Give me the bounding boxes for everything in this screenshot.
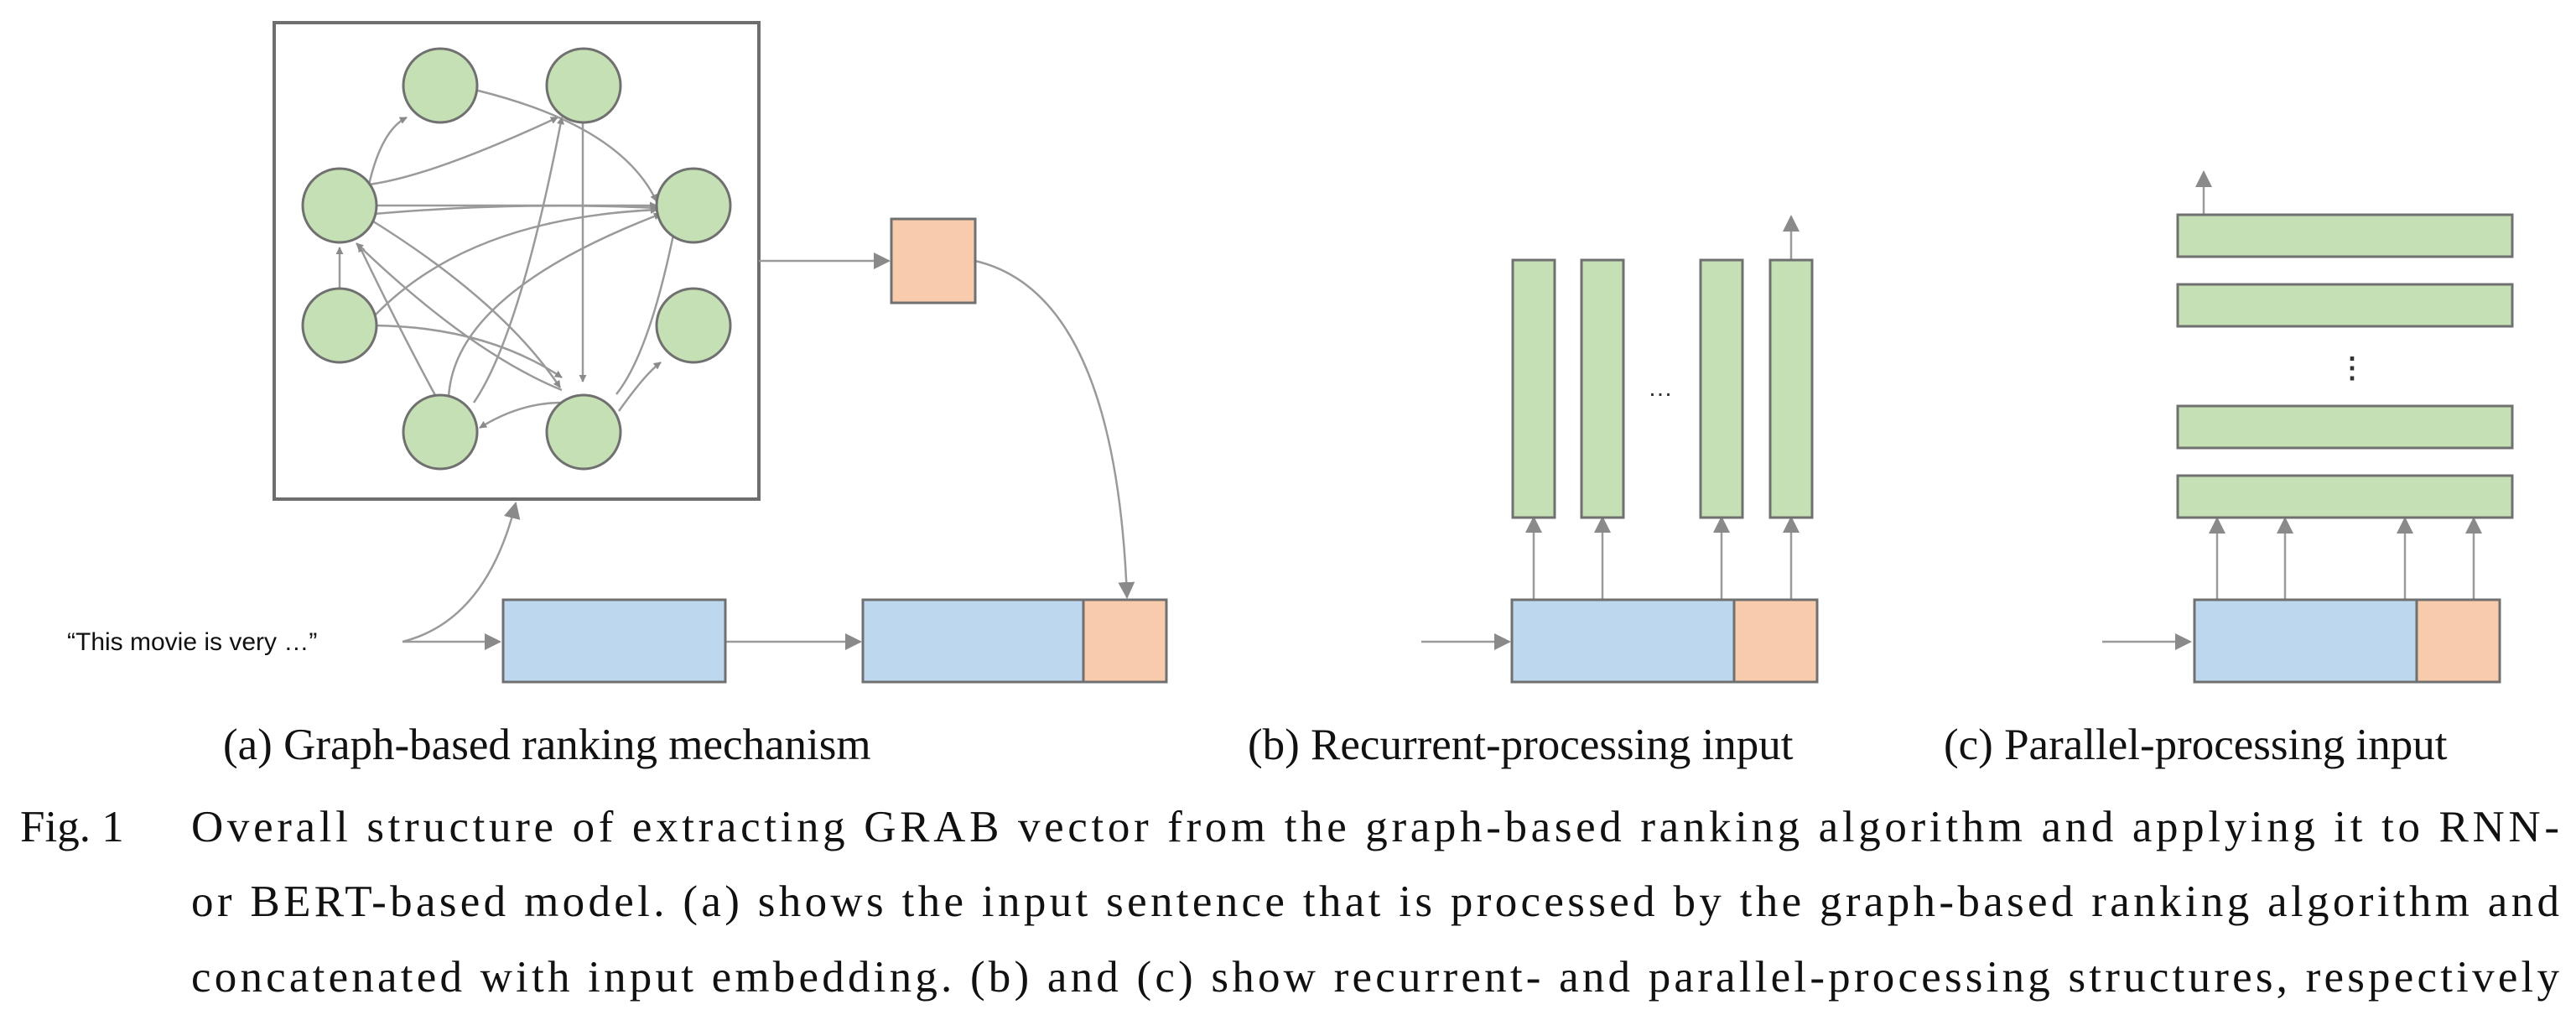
sentence-to-graph-arrow	[402, 502, 521, 643]
graph-edge	[472, 117, 564, 403]
bert-layer	[2176, 283, 2514, 328]
rnn-cell	[1768, 258, 1814, 519]
graph-edge	[373, 204, 658, 216]
rnn-cell	[1699, 258, 1744, 519]
graph-edge	[357, 244, 438, 398]
graph-nodes	[301, 47, 732, 471]
graph-edge	[375, 324, 563, 379]
figure-label: Fig. 1	[20, 803, 124, 851]
figure-caption-line-1: Overall structure of extracting GRAB vec…	[191, 803, 2559, 851]
graph-edge	[479, 401, 563, 429]
graph-edge	[615, 226, 678, 395]
graph-frame	[273, 21, 761, 501]
caption-b: (b) Recurrent-processing input	[1248, 721, 1794, 769]
figure-caption-line-2: or BERT-based model. (a) shows the input…	[191, 877, 2559, 926]
input-embedding-block	[501, 598, 727, 684]
grab-vector-block	[2415, 598, 2501, 684]
graph-node	[402, 47, 479, 124]
graph-node	[402, 393, 479, 471]
grab-to-concat-arrow	[974, 259, 1135, 599]
bert-layer	[2176, 474, 2514, 519]
graph-edge	[368, 116, 558, 186]
graph-edge	[617, 361, 662, 412]
graph-edges	[335, 89, 678, 429]
grab-vector-block	[890, 217, 977, 304]
graph-edge	[356, 242, 563, 392]
concat-embedding-block	[861, 598, 1085, 684]
panel-a-graph-ranking: “This movie is very …”	[67, 21, 1168, 684]
caption-a: (a) Graph-based ranking mechanism	[223, 721, 871, 769]
bert-ellipsis: ⋮	[2338, 352, 2366, 384]
input-sentence: “This movie is very …”	[67, 628, 317, 656]
graph-node	[301, 287, 378, 364]
graph-edge	[375, 206, 658, 315]
input-embedding-block	[1510, 598, 1736, 684]
bert-layer	[2176, 213, 2514, 258]
grab-vector-block	[1732, 598, 1819, 684]
graph-node	[655, 287, 732, 364]
graph-edge	[447, 212, 662, 399]
bert-layer	[2176, 404, 2514, 450]
panel-b-recurrent: …	[1421, 215, 1819, 684]
rnn-cell	[1580, 258, 1625, 519]
concat-grab-block	[1082, 598, 1168, 684]
graph-edge	[367, 116, 408, 185]
rnn-cell	[1511, 258, 1556, 519]
graph-node	[545, 47, 622, 124]
figure-caption-line-3: concatenated with input embedding. (b) a…	[191, 953, 2560, 1002]
panel-c-parallel: ⋮	[2102, 170, 2514, 684]
caption-c: (c) Parallel-processing input	[1944, 721, 2448, 769]
graph-edge	[477, 89, 658, 202]
graph-node	[655, 167, 732, 244]
input-embedding-block	[2193, 598, 2418, 684]
graph-node	[301, 167, 378, 244]
graph-node	[545, 393, 622, 471]
rnn-ellipsis: …	[1648, 374, 1673, 402]
